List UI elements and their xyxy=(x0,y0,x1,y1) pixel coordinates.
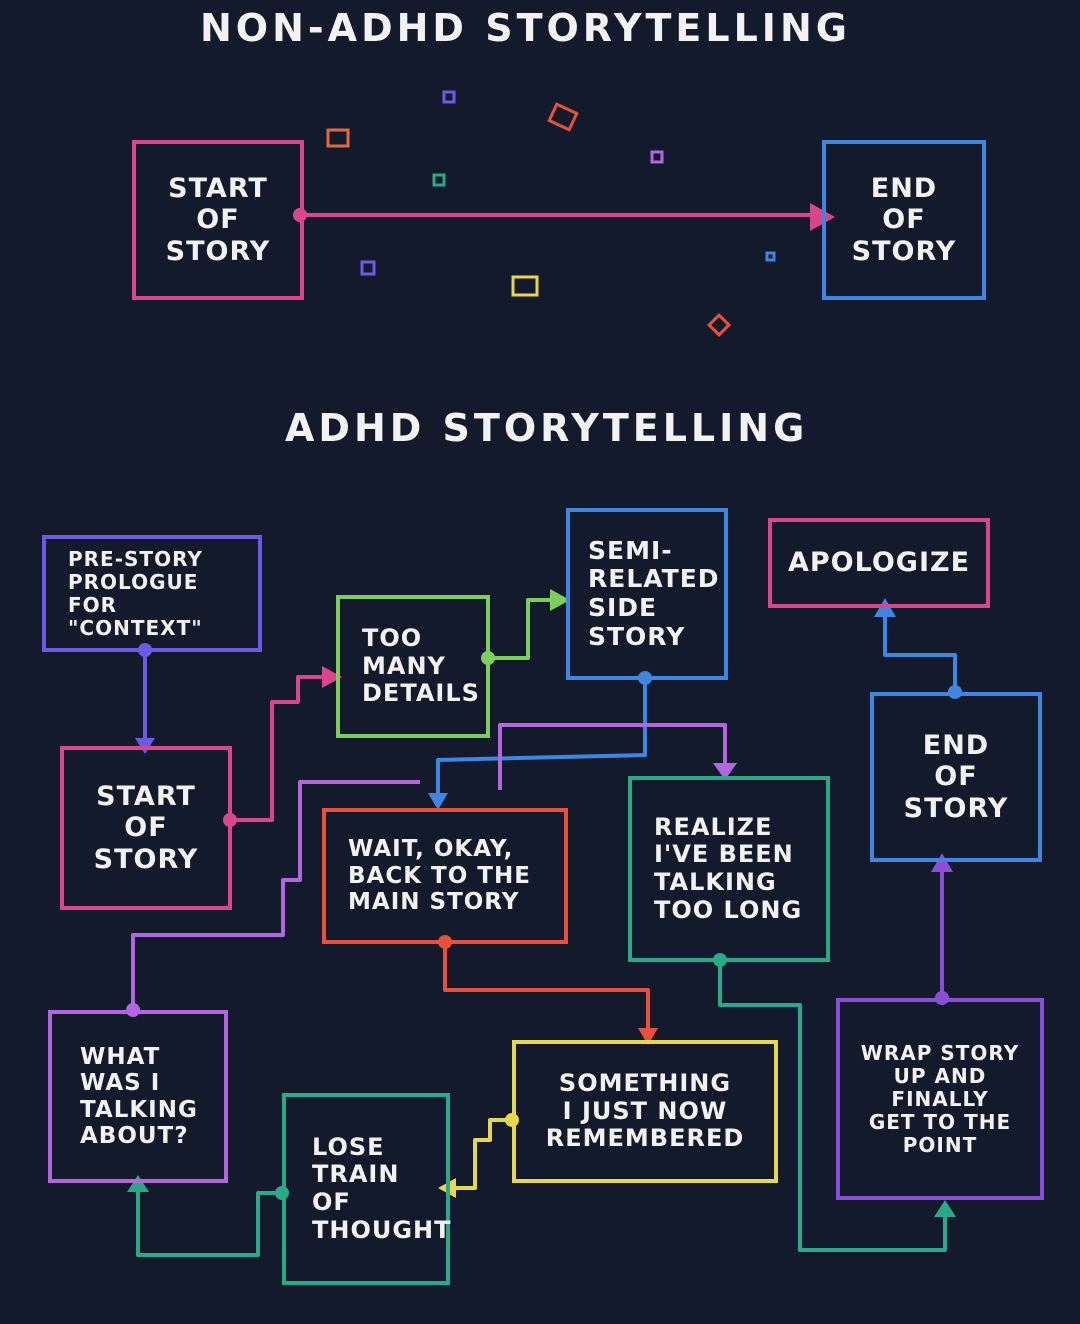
top-start-box: START OF STORY xyxy=(132,140,304,300)
side-story-box: SEMI- RELATED SIDE STORY xyxy=(566,508,728,680)
confetti-squares xyxy=(326,90,776,338)
non-adhd-title: NON-ADHD STORYTELLING xyxy=(200,6,851,50)
top-end-box: END OF STORY xyxy=(822,140,986,300)
wait-okay-box: WAIT, OKAY, BACK TO THE MAIN STORY xyxy=(322,808,568,944)
adhd-end-box: END OF STORY xyxy=(870,692,1042,862)
lose-train-box: LOSE TRAIN OF THOUGHT xyxy=(282,1093,451,1285)
something-remembered-box: SOMETHING I JUST NOW REMEMBERED xyxy=(512,1040,778,1183)
top-arrow xyxy=(293,203,835,231)
adhd-title: ADHD STORYTELLING xyxy=(285,406,809,450)
what-was-i-box: WHAT WAS I TALKING ABOUT? xyxy=(48,1010,228,1183)
adhd-start-box: START OF STORY xyxy=(60,746,232,910)
too-many-details-box: TOO MANY DETAILS xyxy=(336,595,490,738)
realize-box: REALIZE I'VE BEEN TALKING TOO LONG xyxy=(628,776,830,962)
wrap-up-box: WRAP STORY UP AND FINALLY GET TO THE POI… xyxy=(836,998,1044,1200)
apologize-box: APOLOGIZE xyxy=(768,518,990,608)
prologue-box: PRE-STORY PROLOGUE FOR "CONTEXT" xyxy=(42,535,262,652)
